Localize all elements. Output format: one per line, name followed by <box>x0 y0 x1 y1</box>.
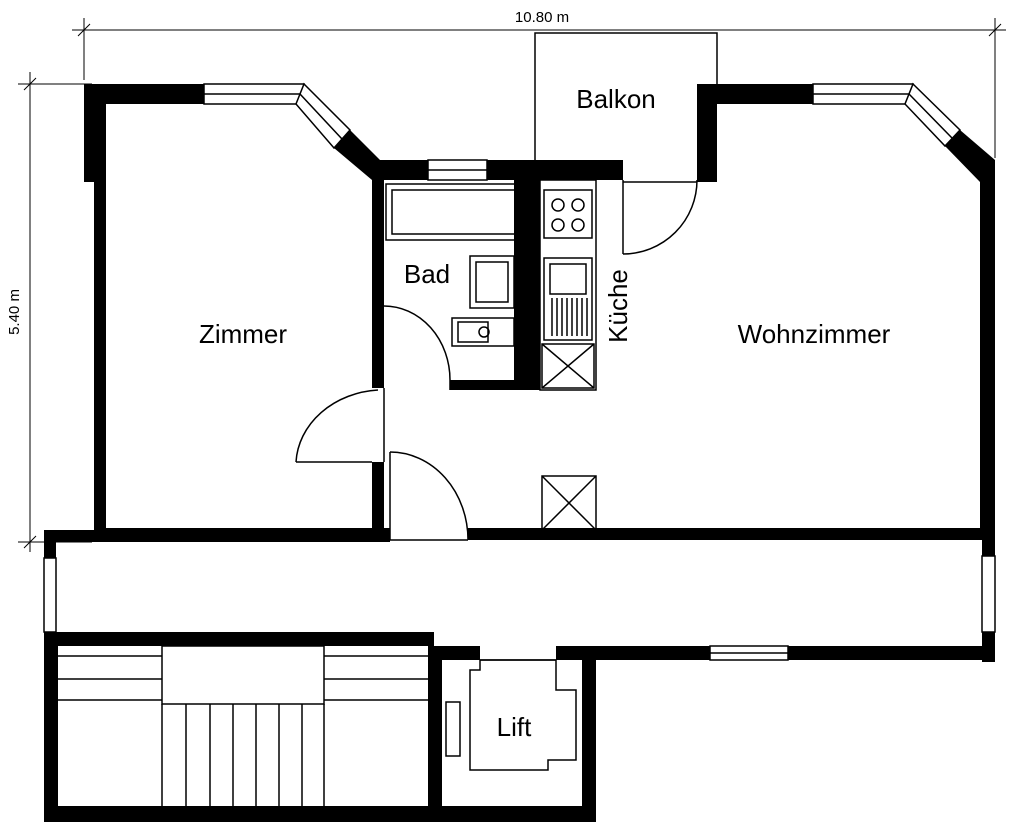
windows <box>43 82 996 661</box>
kitchen-fixtures <box>539 179 597 391</box>
sink <box>543 257 593 341</box>
staircase <box>58 645 428 806</box>
stove <box>543 189 593 239</box>
room-label-balkon: Balkon <box>576 84 656 114</box>
room-label-zimmer: Zimmer <box>199 319 287 349</box>
lift-cabin <box>445 659 577 771</box>
room-label-bad: Bad <box>404 259 450 289</box>
bathroom-fixtures <box>385 183 527 347</box>
kitchen-cabinet <box>541 343 595 389</box>
bathtub <box>385 183 527 241</box>
balcony-outline <box>534 32 718 160</box>
ventilation-shaft <box>541 475 597 531</box>
dimension-lines <box>18 18 1006 552</box>
room-label-wohnzimmer: Wohnzimmer <box>738 319 891 349</box>
shower-tray <box>469 255 515 309</box>
room-label-kueche: Küche <box>603 269 633 343</box>
door-swings <box>295 179 698 541</box>
washbasin <box>451 317 515 347</box>
room-label-lift: Lift <box>497 712 532 742</box>
width-dimension-label: 10.80 m <box>515 9 569 26</box>
walls <box>44 84 995 822</box>
height-dimension-label: 5.40 m <box>6 289 23 335</box>
